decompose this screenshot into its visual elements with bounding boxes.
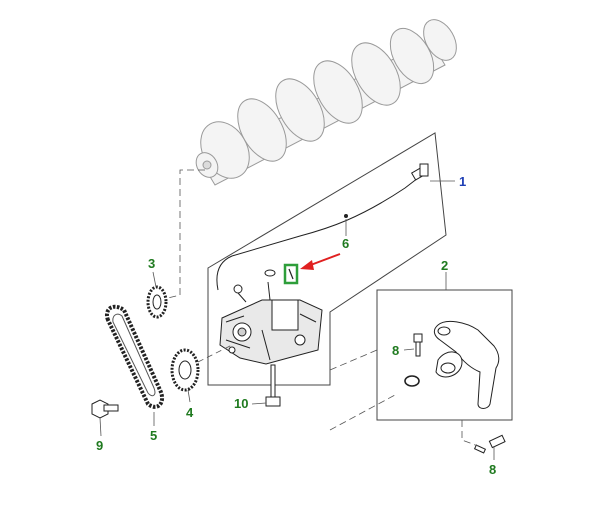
callout-6: 6 xyxy=(342,236,349,251)
callout-5: 5 xyxy=(150,428,157,443)
callout-2: 2 xyxy=(441,258,448,273)
pump-assembly-box xyxy=(207,132,447,386)
oil-level-sensor xyxy=(216,163,429,303)
retaining-clip xyxy=(264,263,299,285)
pickup-connector xyxy=(329,349,378,371)
callout-3: 3 xyxy=(148,256,155,271)
callout-8-lower: 8 xyxy=(489,462,496,477)
pointer-arrow xyxy=(300,253,341,270)
pickup-connector-3 xyxy=(461,420,479,447)
callout-1: 1 xyxy=(459,174,466,189)
pump-sprocket xyxy=(170,344,233,403)
bolt-8-upper xyxy=(403,333,423,357)
bolt-9 xyxy=(91,399,119,437)
callout-8-upper: 8 xyxy=(392,343,399,358)
bolt-8-lower xyxy=(473,434,506,460)
bolt-10 xyxy=(251,364,281,407)
pickup-connector-2 xyxy=(329,394,396,431)
o-ring xyxy=(404,375,420,387)
callout-4: 4 xyxy=(186,405,194,420)
pickup-assembly-box xyxy=(376,289,513,421)
oil-pump-body xyxy=(219,281,323,365)
crankshaft-ghost xyxy=(195,19,457,186)
oil-pickup-tube xyxy=(433,320,500,409)
drive-chain xyxy=(105,304,165,426)
callout-10: 10 xyxy=(234,396,248,411)
callout-9: 9 xyxy=(96,438,103,453)
crank-centerline xyxy=(159,169,205,301)
crank-sprocket xyxy=(146,271,168,319)
